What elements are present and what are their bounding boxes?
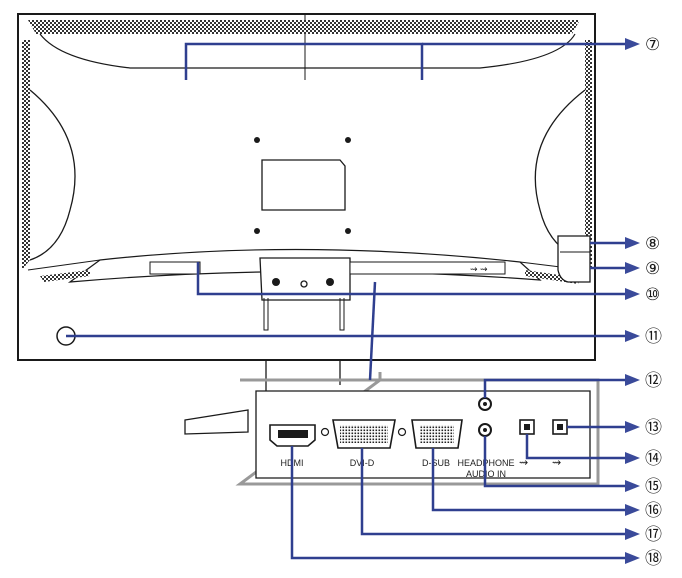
usb-upstream-port-core <box>524 424 530 430</box>
arrow-10 <box>625 288 640 300</box>
arrow-14 <box>625 452 640 464</box>
vesa-hole <box>345 228 351 234</box>
leader-lines <box>66 42 625 560</box>
arrow-12 <box>625 374 640 386</box>
callout-9: ⑨ <box>645 259 660 278</box>
monitor-body: ⇝ ⇝ <box>17 13 596 361</box>
callout-18: ⑱ <box>645 549 662 568</box>
callout-8: ⑧ <box>645 234 660 253</box>
headphone-jack-core <box>483 402 487 406</box>
callout-13: ⑬ <box>645 418 662 437</box>
leader-17 <box>360 448 625 536</box>
stand-base <box>184 409 249 435</box>
arrow-17 <box>625 528 640 540</box>
vesa-hole <box>254 137 260 143</box>
leader-panel <box>368 281 377 381</box>
usb-symbol-small: ⇝ ⇝ <box>470 264 488 274</box>
callout-numbers: ⑦ ⑧ ⑨ ⑩ ⑪ ⑫ ⑬ ⑭ ⑮ ⑯ ⑰ ⑱ <box>645 35 662 568</box>
dsub-label: D-SUB <box>422 458 450 468</box>
dsub-port-pins <box>420 425 454 443</box>
arrow-11 <box>625 330 640 342</box>
connector-slot-left <box>149 261 201 275</box>
side-usb-housing <box>557 235 591 283</box>
usb-downstream-port-core <box>557 424 563 430</box>
right-vent <box>585 40 592 270</box>
top-vent <box>28 20 580 34</box>
arrow-18 <box>625 552 640 564</box>
arrow-16 <box>625 504 640 516</box>
leader-10 <box>196 262 625 296</box>
dvi-port-pins <box>340 425 388 443</box>
connector-slot-right <box>349 261 506 275</box>
hdmi-port-contacts <box>278 430 308 438</box>
arrow-heads <box>625 38 640 564</box>
leader-18 <box>290 446 625 560</box>
leader-16 <box>431 448 625 512</box>
stand-screw <box>300 280 308 288</box>
dvi-screw <box>320 427 330 437</box>
stand-screw <box>326 278 334 286</box>
top-contour <box>39 33 576 69</box>
leader-15 <box>483 436 625 488</box>
usb-symbol-icon: ⇝ <box>519 457 528 469</box>
leader-7-bracket <box>184 42 424 80</box>
callout-15: ⑮ <box>645 477 662 496</box>
bottom-vent-left <box>40 270 90 282</box>
label-plate <box>261 159 346 211</box>
dvi-screw <box>397 427 407 437</box>
stand-neck <box>259 257 351 301</box>
vesa-hole <box>345 137 351 143</box>
callout-10: ⑩ <box>645 285 660 304</box>
callout-11: ⑪ <box>645 327 662 346</box>
callout-12: ⑫ <box>645 371 662 390</box>
leader-14 <box>525 434 625 460</box>
stand-neck-edge <box>263 298 269 331</box>
vesa-hole <box>254 228 260 234</box>
port-panel: ⇝ ⇝ HDMI DVI-D D-SUB HEADPHONE AUDIO IN <box>235 372 600 486</box>
stand-neck-edge <box>339 298 345 331</box>
left-contour <box>29 89 76 261</box>
lower-seam-left <box>27 259 101 271</box>
stand-screw <box>272 278 280 286</box>
callout-16: ⑯ <box>645 501 662 520</box>
leader-12 <box>483 378 625 398</box>
arrow-15 <box>625 480 640 492</box>
arrow-7 <box>625 38 640 50</box>
callout-17: ⑰ <box>645 525 662 544</box>
arrow-13 <box>625 421 640 433</box>
audio-in-jack-core <box>483 428 487 432</box>
callout-14: ⑭ <box>645 449 662 468</box>
usb-symbol-icon: ⇝ <box>552 457 561 469</box>
arrow-9 <box>625 262 640 274</box>
arrow-8 <box>625 237 640 249</box>
left-vent <box>22 40 30 270</box>
callout-7: ⑦ <box>645 35 660 54</box>
